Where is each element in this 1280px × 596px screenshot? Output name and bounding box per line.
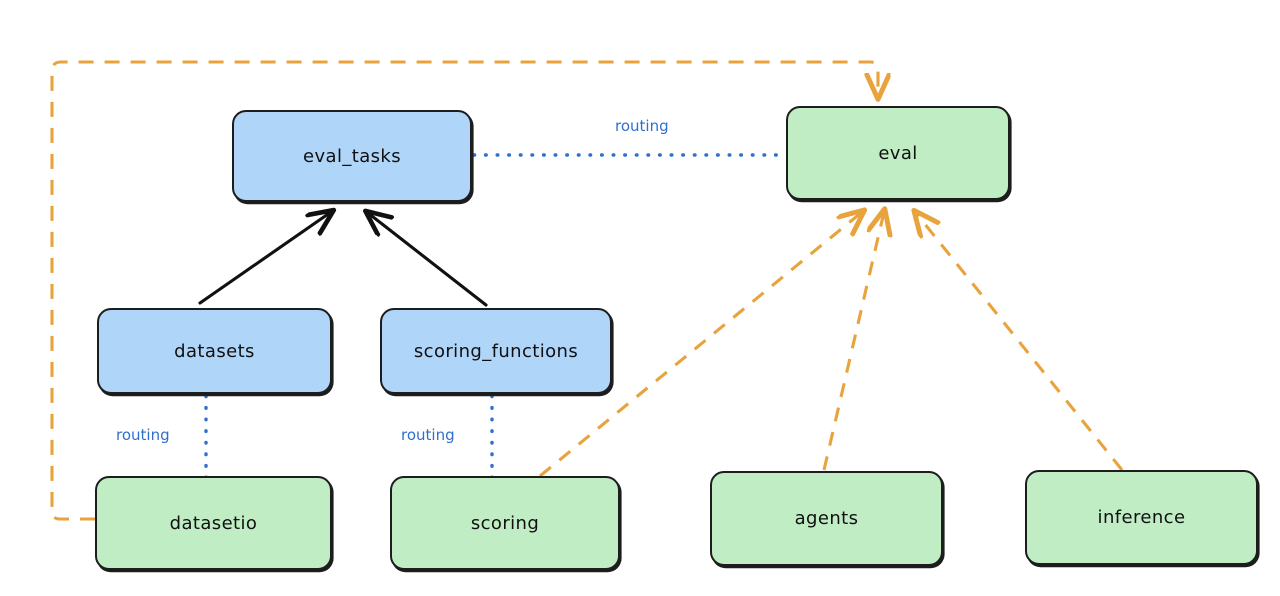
node-scoring-functions[interactable]: scoring_functions bbox=[380, 308, 612, 394]
edge-scoring-functions-eval-tasks bbox=[368, 213, 488, 307]
edge-datasetio-eval bbox=[50, 60, 878, 521]
node-datasets[interactable]: datasets bbox=[97, 308, 332, 394]
edge-inference-eval bbox=[916, 213, 1124, 471]
edge-label-routing-eval-tasks-eval: routing bbox=[612, 117, 672, 135]
node-label-scoring: scoring bbox=[470, 512, 540, 534]
node-label-inference: inference bbox=[1097, 507, 1186, 528]
edge-datasets-eval-tasks bbox=[198, 212, 331, 305]
node-label-datasets: datasets bbox=[174, 340, 255, 362]
node-label-eval: eval bbox=[878, 142, 918, 164]
node-inference[interactable]: inference bbox=[1025, 470, 1258, 565]
node-label-scoring-functions: scoring_functions bbox=[413, 340, 579, 362]
edge-label-routing-scoring-functions-scoring: routing bbox=[398, 426, 458, 444]
edge-scoring-eval bbox=[539, 212, 862, 478]
node-scoring[interactable]: scoring bbox=[390, 476, 620, 570]
edge-label-routing-datasets-datasetio: routing bbox=[113, 426, 173, 444]
node-label-eval-tasks: eval_tasks bbox=[302, 145, 402, 167]
node-agents[interactable]: agents bbox=[710, 471, 943, 566]
node-label-agents: agents bbox=[794, 508, 859, 529]
node-eval-tasks[interactable]: eval_tasks bbox=[232, 110, 472, 202]
node-datasetio[interactable]: datasetio bbox=[95, 476, 332, 570]
node-eval[interactable]: eval bbox=[786, 106, 1010, 200]
edge-agents-eval bbox=[822, 212, 884, 471]
node-label-datasetio: datasetio bbox=[169, 512, 258, 534]
